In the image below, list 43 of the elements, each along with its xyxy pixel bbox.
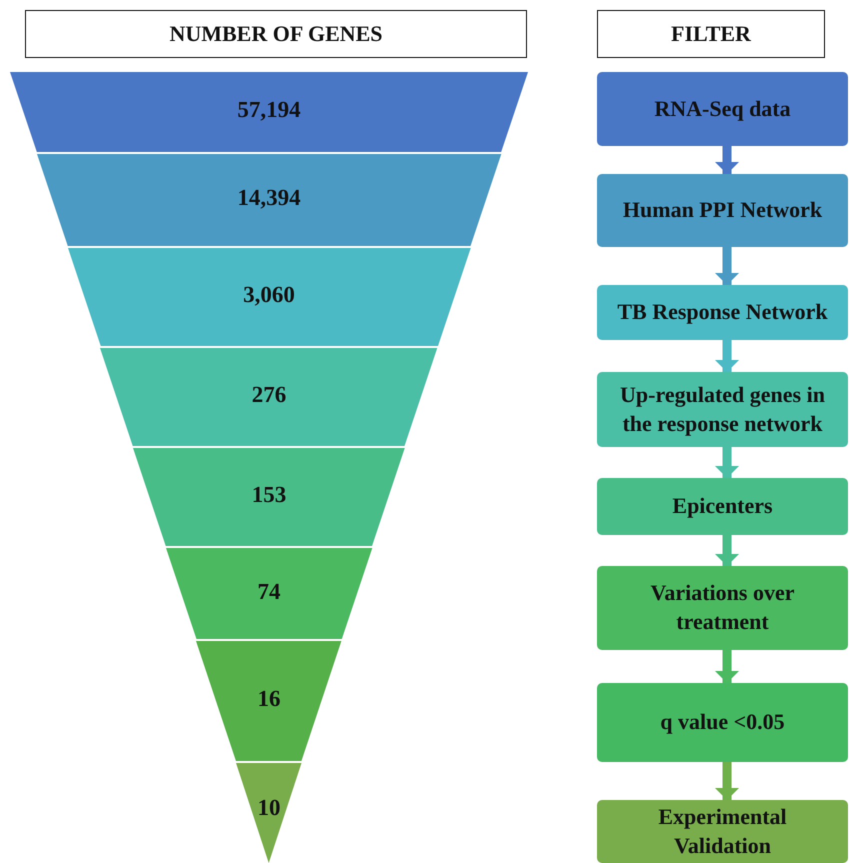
funnel-segment: [10, 72, 528, 154]
arrow: [715, 146, 739, 174]
arrow: [715, 447, 739, 478]
gene-count: 14,394: [237, 185, 301, 211]
filter-box: [597, 372, 848, 447]
funnel-segment: [36, 154, 502, 248]
arrow: [715, 650, 739, 683]
arrow: [715, 762, 739, 800]
filter-label: Epicenters: [672, 492, 773, 520]
filter-box: [597, 683, 848, 762]
filter-box: [597, 174, 848, 247]
column-header: [25, 10, 527, 58]
header-title: FILTER: [671, 21, 751, 47]
filter-box: [597, 478, 848, 535]
filter-label: TB Response Network: [617, 298, 828, 326]
gene-count: 276: [252, 382, 286, 408]
gene-count: 57,194: [237, 97, 301, 123]
column-header: [597, 10, 825, 58]
arrow: [715, 340, 739, 372]
filter-label: Variations over treatment: [649, 579, 796, 636]
filter-label: Up-regulated genes in the response network: [619, 380, 826, 438]
filter-box: [597, 566, 848, 650]
gene-count: 10: [257, 795, 280, 821]
arrow: [715, 535, 739, 566]
gene-count: 74: [257, 578, 280, 604]
filter-box: [597, 72, 848, 146]
filter-label: Human PPI Network: [622, 196, 822, 224]
filter-box: [597, 800, 848, 863]
filter-label: q value <0.05: [660, 708, 785, 736]
gene-count: 16: [257, 686, 280, 712]
filter-box: [597, 285, 848, 340]
funnel-segment: [196, 641, 342, 763]
filter-label: RNA-Seq data: [654, 94, 791, 123]
funnel-segment: [166, 548, 372, 641]
arrow: [715, 247, 739, 285]
funnel-segment: [133, 448, 405, 548]
funnel-segment: [100, 348, 438, 448]
funnel-segment: [68, 248, 470, 348]
gene-count: 3,060: [243, 282, 295, 308]
gene-count: 153: [252, 482, 286, 508]
funnel-segment: [236, 763, 302, 863]
header-title: NUMBER OF GENES: [169, 21, 383, 47]
filter-label: Experimental Validation: [657, 802, 788, 860]
